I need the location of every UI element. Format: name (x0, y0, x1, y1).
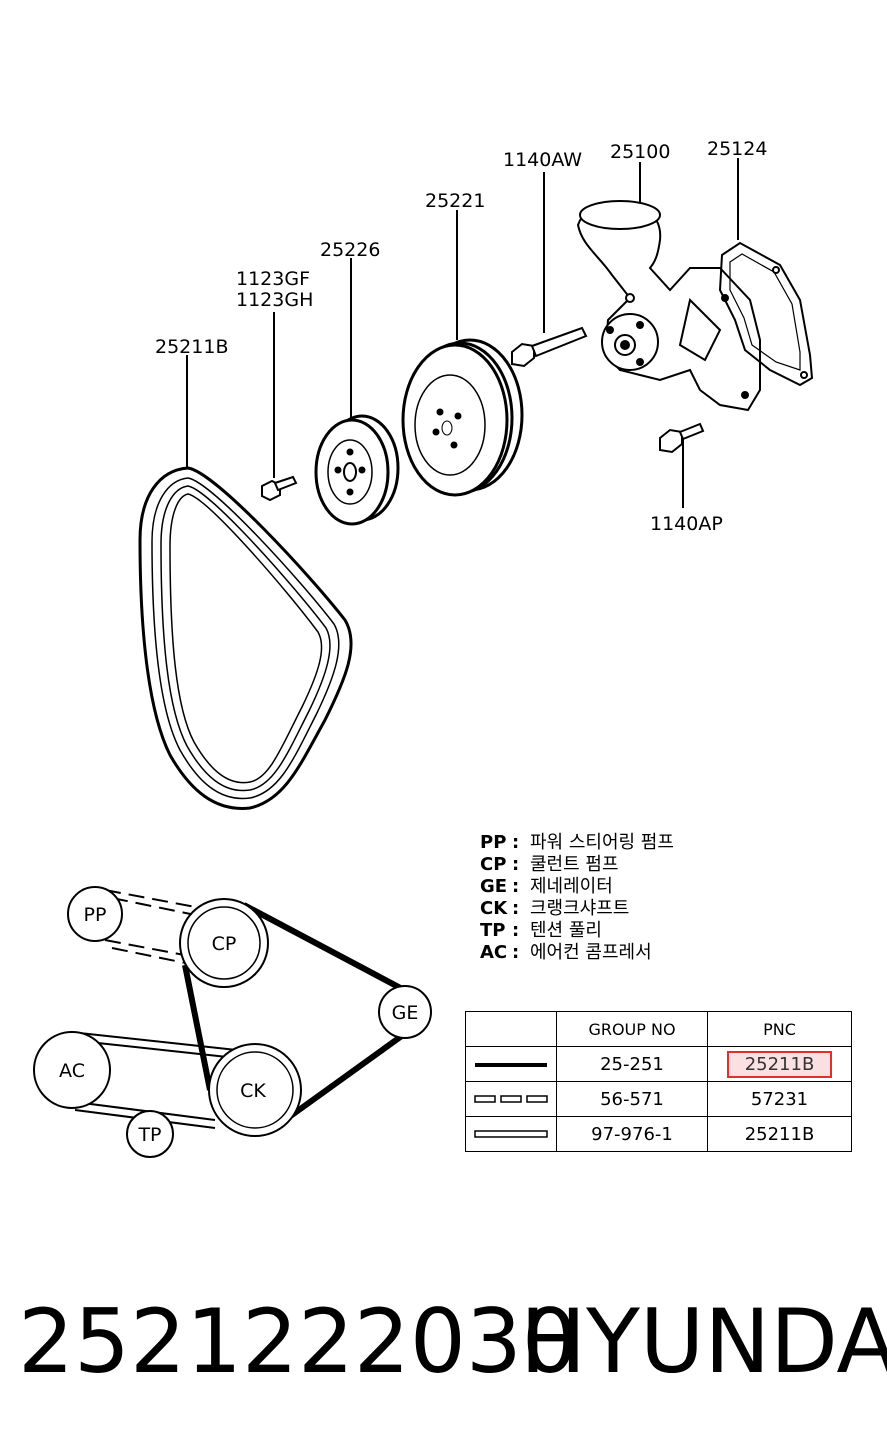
long-bolt-illustration (511, 326, 588, 368)
label-pulley-small: 25226 (320, 239, 380, 261)
node-pp: PP (84, 904, 107, 926)
node-ac: AC (59, 1060, 85, 1082)
legend-separator: : (512, 942, 520, 963)
legend-row: PP : 파워 스티어링 펌프 (480, 832, 674, 854)
legend-code: CK (480, 898, 508, 919)
header-line-style (465, 1011, 557, 1047)
node-tp: TP (137, 1124, 161, 1146)
label-belt: 25211B (155, 336, 228, 358)
label-gasket: 25124 (707, 138, 767, 160)
belt-routing-schematic: PP CP GE AC CK TP (33, 886, 432, 1158)
table-row: 56-571 57231 (465, 1081, 852, 1117)
reference-table: GROUP NO PNC 25-251 25211B 56-571 57231 … (465, 1011, 852, 1152)
label-pulley-large: 25221 (425, 190, 485, 212)
legend-code: GE (480, 876, 508, 897)
legend-code: TP (480, 920, 506, 941)
table-row: 25-251 25211B (465, 1046, 852, 1082)
pnc-cell[interactable]: 25211B (707, 1116, 852, 1152)
water-pump-illustration (576, 200, 761, 412)
header-group-no: GROUP NO (556, 1011, 708, 1047)
legend-row: AC : 에어컨 콤프레서 (480, 942, 674, 964)
label-bolt-small-alt: 1123GH (236, 289, 313, 311)
line-style-dashed (465, 1081, 557, 1117)
line-style-solid (465, 1046, 557, 1082)
legend-name: 쿨런트 펌프 (530, 854, 619, 875)
node-ge: GE (392, 1002, 419, 1024)
dashed-double-line-icon (474, 1094, 548, 1103)
lower-bolt-illustration (659, 422, 705, 454)
legend-name: 크랭크샤프트 (530, 898, 630, 919)
leader-lines (186, 158, 739, 508)
large-pulley-illustration (401, 338, 524, 497)
small-bolt-illustration (261, 475, 298, 502)
legend-row: GE : 제네레이터 (480, 876, 674, 898)
legend: PP : 파워 스티어링 펌프 CP : 쿨런트 펌프 GE : 제네레이터 C… (480, 832, 674, 964)
line-style-double (465, 1116, 557, 1152)
legend-name: 파워 스티어링 펌프 (530, 832, 674, 853)
pnc-highlighted[interactable]: 25211B (726, 1050, 833, 1078)
legend-row: CK : 크랭크샤프트 (480, 898, 674, 920)
legend-separator: : (512, 876, 520, 897)
legend-code: AC (480, 942, 508, 963)
legend-code: CP (480, 854, 507, 875)
node-ck: CK (240, 1080, 266, 1102)
footer-brand: HYUNDAI (520, 1290, 887, 1393)
group-no-cell: 25-251 (556, 1046, 708, 1082)
group-no-cell: 97-976-1 (556, 1116, 708, 1152)
label-bolt-long: 1140AW (503, 149, 582, 171)
legend-separator: : (512, 898, 520, 919)
legend-name: 에어컨 콤프레서 (530, 942, 652, 963)
legend-separator: : (512, 920, 520, 941)
belt-illustration (138, 466, 353, 810)
label-bolt-lower: 1140AP (650, 513, 723, 535)
gasket-illustration (718, 241, 814, 387)
label-water-pump: 25100 (610, 141, 670, 163)
node-cp: CP (212, 933, 237, 955)
legend-name: 텐션 풀리 (530, 920, 602, 941)
small-pulley-illustration (314, 414, 400, 526)
legend-code: PP (480, 832, 507, 853)
legend-row: CP : 쿨런트 펌프 (480, 854, 674, 876)
legend-separator: : (512, 832, 520, 853)
header-pnc: PNC (707, 1011, 852, 1047)
label-bolt-small: 1123GF (236, 268, 310, 290)
solid-line-icon (475, 1062, 547, 1067)
legend-separator: : (512, 854, 520, 875)
footer-part-number: 2521222030 (18, 1290, 578, 1393)
table-header-row: GROUP NO PNC (465, 1011, 852, 1047)
table-row: 97-976-1 25211B (465, 1116, 852, 1152)
pnc-cell[interactable]: 57231 (707, 1081, 852, 1117)
legend-name: 제네레이터 (530, 876, 613, 897)
legend-row: TP : 텐션 풀리 (480, 920, 674, 942)
group-no-cell: 56-571 (556, 1081, 708, 1117)
double-line-icon (474, 1129, 548, 1138)
pnc-cell[interactable]: 25211B (707, 1046, 852, 1082)
thick-belt (182, 902, 412, 1123)
